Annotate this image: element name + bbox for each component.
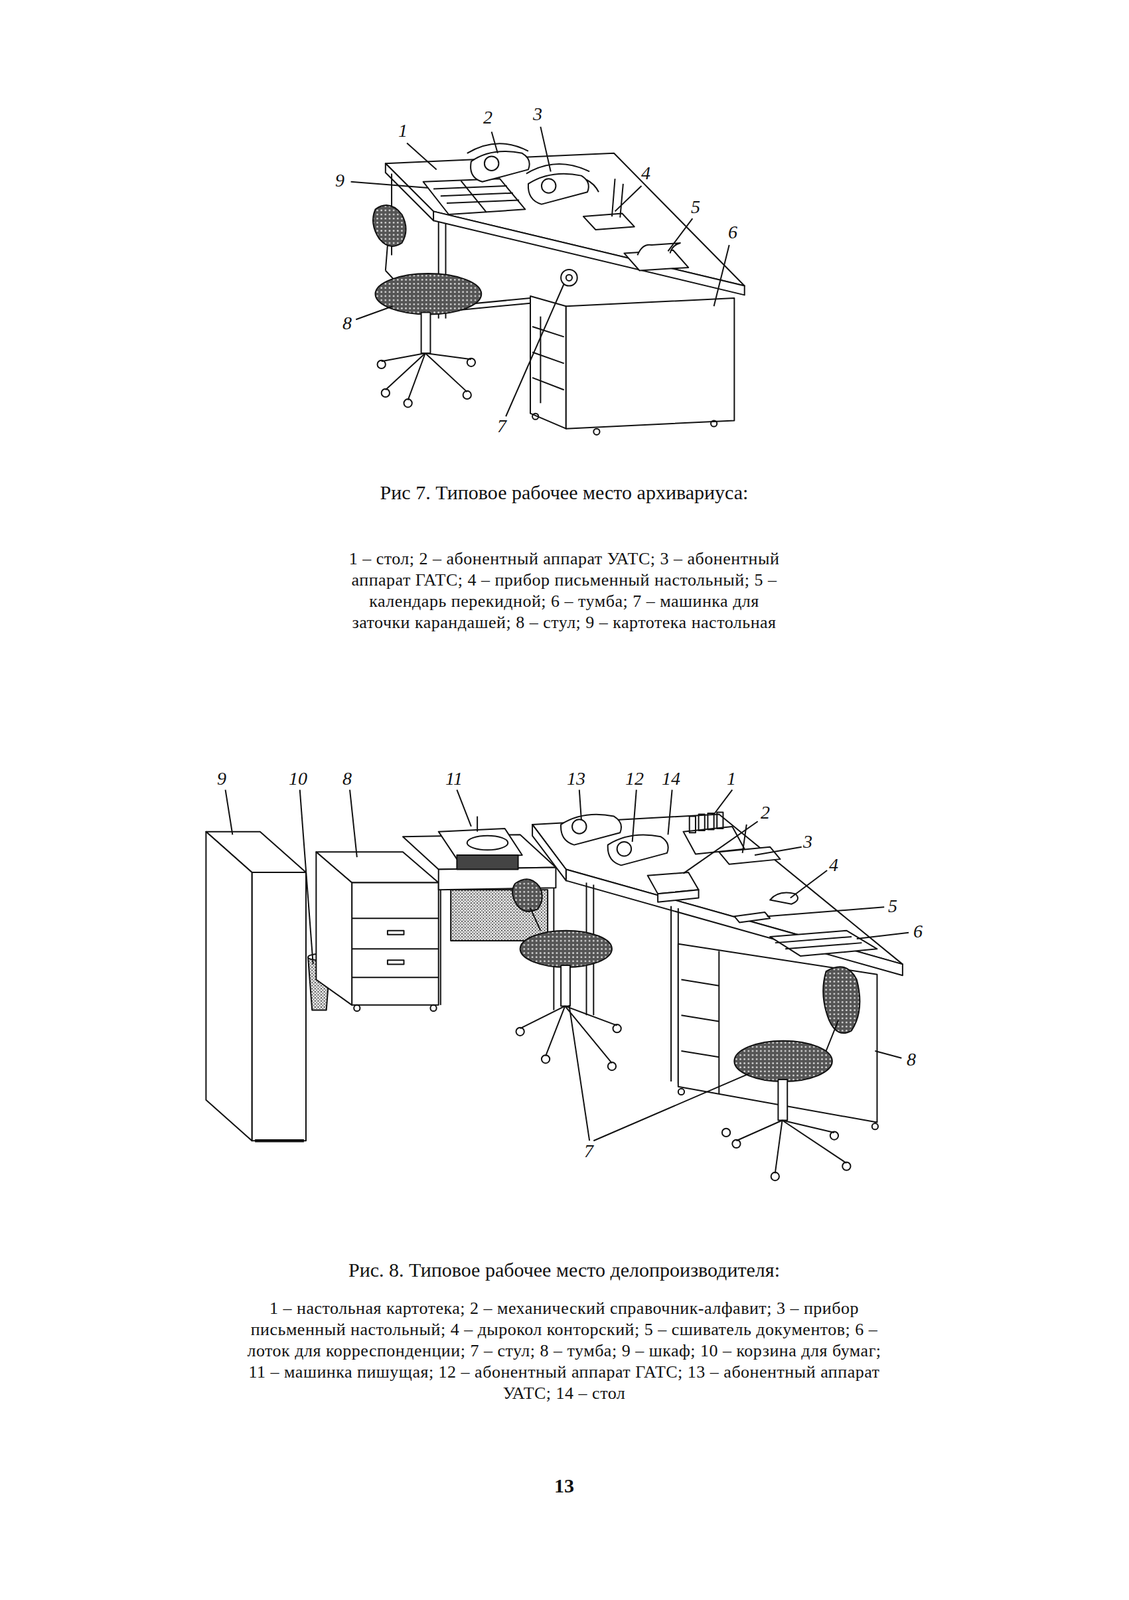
callout-number: 8: [342, 769, 352, 788]
callout-number: 7: [497, 416, 507, 436]
figure-caption-title: Рис 7. Типовое рабочее место архивариуса…: [325, 480, 804, 505]
callout-number: 14: [661, 769, 681, 788]
callout-number: 9: [335, 171, 345, 190]
callout-number: 9: [217, 769, 227, 788]
callout-number: 1: [398, 121, 408, 141]
callout-number: 3: [532, 104, 543, 124]
page-number: 13: [554, 1474, 575, 1497]
callout-number: 4: [828, 855, 839, 875]
callout-number: 2: [760, 803, 770, 822]
figure-caption-legend: 1 – стол; 2 – абонентный аппарат УАТС; 3…: [345, 548, 784, 634]
callout-number: 6: [913, 921, 923, 941]
callout-number: 2: [483, 108, 493, 127]
callout-number: 4: [641, 163, 651, 183]
callout-number: 8: [342, 313, 352, 333]
callout-number: 10: [288, 769, 308, 788]
callout-number: 12: [625, 769, 644, 788]
callout-number: 13: [566, 769, 586, 788]
callout-number: 8: [906, 1050, 916, 1069]
figure-caption-legend: 1 – настольная картотека; 2 – механическ…: [245, 1297, 883, 1404]
callout-number: 7: [584, 1141, 594, 1161]
callout-number: 3: [803, 832, 813, 851]
callout-number: 6: [728, 223, 738, 242]
callout-number: 11: [445, 769, 463, 788]
figure-caption-title: Рис. 8. Типовое рабочее место делопроизв…: [232, 1257, 897, 1282]
callout-number: 5: [888, 896, 898, 916]
callout-number: 5: [690, 197, 701, 217]
callout-number: 1: [726, 769, 737, 788]
